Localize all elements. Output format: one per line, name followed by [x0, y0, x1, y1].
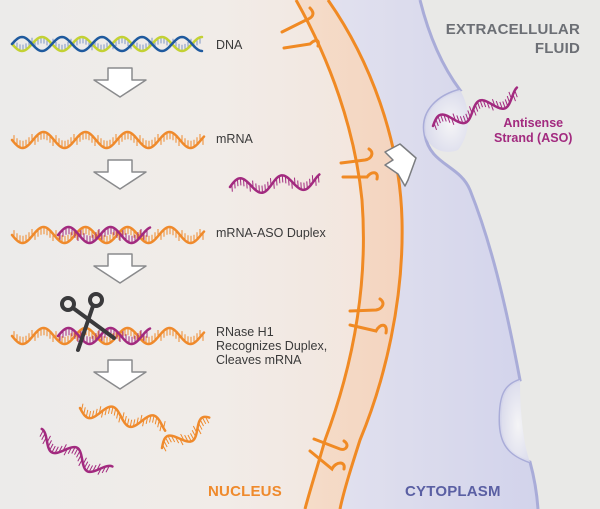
step-label-dna: DNA: [216, 38, 243, 52]
strand-backbone: [10, 35, 204, 53]
cleaved-fragments: [39, 403, 211, 475]
down-arrow-icon: [93, 253, 147, 284]
step-label-mrna: mRNA: [216, 132, 253, 146]
nuclear-pore: [348, 297, 388, 335]
step-label-duplex: mRNA-ASO Duplex: [216, 226, 326, 240]
step-arrows: [93, 67, 147, 390]
scissors-icon: [60, 292, 116, 352]
aso-entry-arrow-icon: [384, 143, 417, 187]
mrna-aso-duplex-icon: [10, 225, 206, 245]
strand-backbone: [10, 130, 206, 150]
down-arrow-icon: [93, 67, 147, 98]
aso-strand-cytoplasm-icon: [228, 173, 321, 195]
nuclear-pore: [339, 147, 379, 181]
strand-backbone: [10, 326, 206, 346]
nuclear-pores: [280, 6, 388, 472]
strand-backbone: [40, 427, 114, 474]
strand-backbone: [431, 86, 519, 128]
cytoplasm-label: CYTOPLASM: [405, 483, 501, 500]
strand-backbone: [10, 225, 206, 245]
nuclear-outer-membrane: [326, 0, 404, 509]
aso-label: Antisense Strand (ASO): [494, 116, 573, 145]
strand-backbone: [160, 415, 211, 450]
nucleus-label: NUCLEUS: [208, 483, 282, 500]
strand-backbone: [78, 405, 167, 432]
strand-backbone: [228, 173, 321, 195]
nucleus-region: [0, 0, 364, 509]
strand-backbone: [56, 225, 152, 245]
aso-strand-extracellular-icon: [431, 86, 519, 131]
nuclear-pore: [308, 437, 349, 472]
strand-backbone: [10, 35, 204, 53]
nuclear-pore: [280, 6, 320, 50]
extracellular-label: EXTRACELLULAR FLUID: [445, 21, 580, 57]
step-label-rnase: RNase H1 Recognizes Duplex, Cleaves mRNA: [216, 325, 328, 367]
dna-double-helix-icon: [10, 35, 204, 53]
endocytic-pocket-bottom: [500, 380, 530, 462]
nuclear-envelope: [296, 0, 403, 509]
down-arrow-icon: [93, 159, 147, 190]
mrna-strand-icon: [10, 130, 206, 150]
down-arrow-icon: [93, 359, 147, 390]
